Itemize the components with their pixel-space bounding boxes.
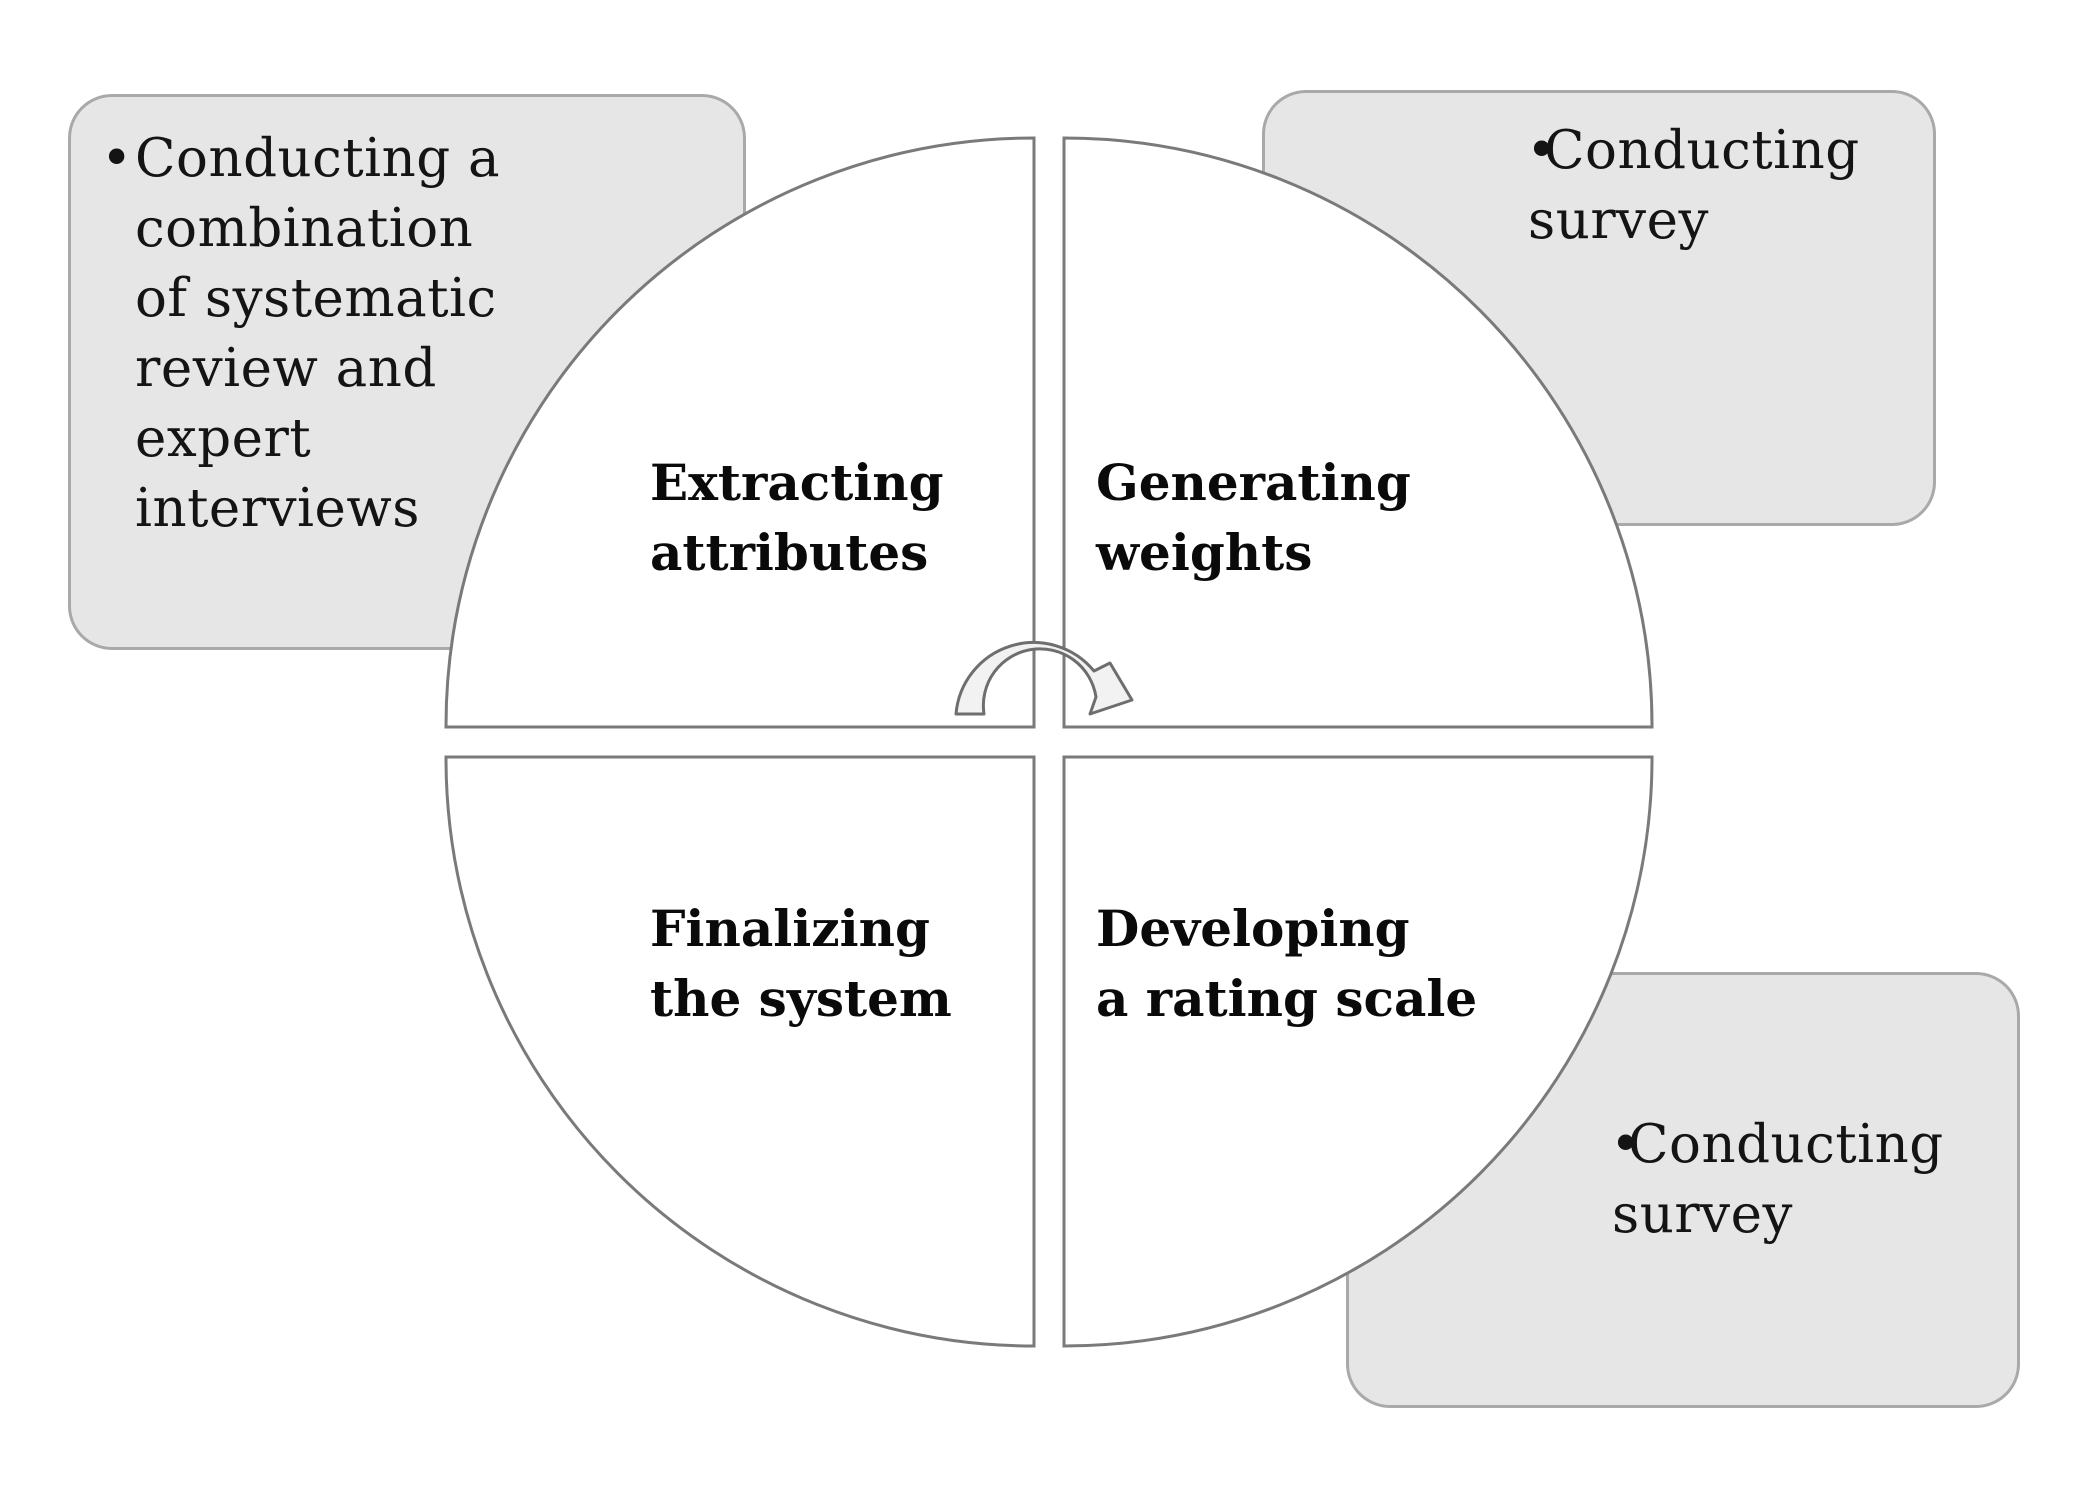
quadrant-finalizing <box>444 755 1036 1348</box>
callout-text-generating: Conducting survey <box>1510 116 1928 256</box>
quadrant-generating <box>1062 136 1654 729</box>
quadrant-developing <box>1062 755 1654 1348</box>
quadrant-label-developing: Developing a rating scale <box>1096 899 1478 1028</box>
quadrant-extracting <box>444 136 1036 729</box>
clockwise-curved-arrow-icon <box>954 641 1134 716</box>
quadrant-label-extracting: Extracting attributes <box>650 453 944 582</box>
callout-text-developing: Conducting survey <box>1594 1110 2012 1250</box>
quadrant-label-finalizing: Finalizing the system <box>650 899 952 1028</box>
quadrant-label-generating: Generating weights <box>1096 453 1411 582</box>
callout-text-extracting: Conducting a combination of systematic r… <box>101 124 535 544</box>
